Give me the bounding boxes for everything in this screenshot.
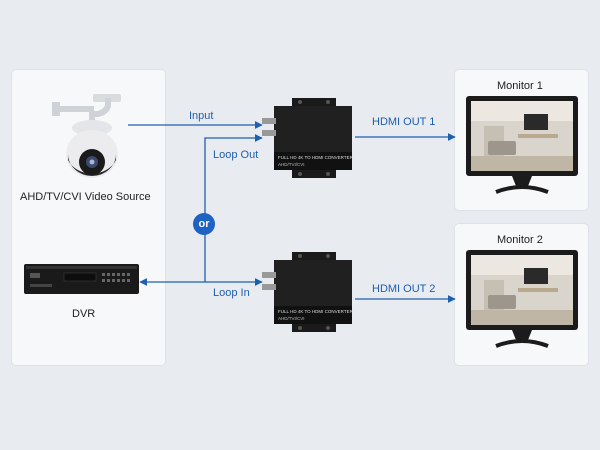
converter-1: FULL HD 4K TO HDMI CONVERTER AHD/TVI/CVI xyxy=(262,96,357,181)
dvr-icon xyxy=(24,264,139,294)
converter-2-body xyxy=(262,252,352,332)
hdmi-out-1-label: HDMI OUT 1 xyxy=(372,116,436,128)
loop-in-label: Loop In xyxy=(213,287,250,299)
hdmi-out-2-label: HDMI OUT 2 xyxy=(372,283,436,295)
converter-2-face-text: FULL HD 4K TO HDMI CONVERTER xyxy=(278,309,353,314)
monitor-1-label: Monitor 1 xyxy=(497,80,543,92)
converter-2: FULL HD 4K TO HDMI CONVERTER AHD/TVI/CVI xyxy=(262,250,357,335)
ptz-camera-icon xyxy=(52,94,121,178)
or-badge: or xyxy=(193,213,215,235)
monitor-1-icon xyxy=(466,96,578,194)
monitor-2-label: Monitor 2 xyxy=(497,234,543,246)
converter-1-face-text: FULL HD 4K TO HDMI CONVERTER xyxy=(278,155,353,160)
dvr-label: DVR xyxy=(72,308,96,320)
converter-1-brand-text: AHD/TVI/CVI xyxy=(278,162,305,167)
input-label: Input xyxy=(189,110,214,122)
source-panel xyxy=(12,70,165,365)
converter-2-brand-text: AHD/TVI/CVI xyxy=(278,316,305,321)
monitor-2-icon xyxy=(466,250,578,348)
camera-label: AHD/TV/CVI Video Source xyxy=(20,191,151,203)
loop-out-label: Loop Out xyxy=(213,149,259,161)
converter-1-body xyxy=(262,98,352,178)
